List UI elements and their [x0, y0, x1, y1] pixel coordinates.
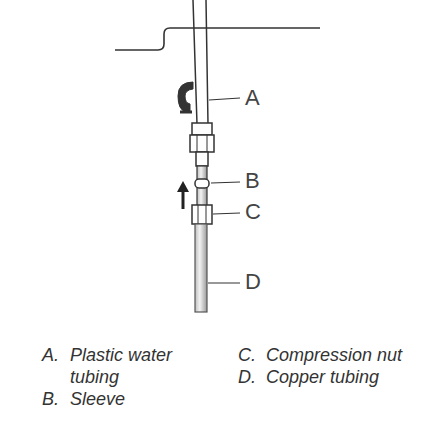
callout-letter: D — [245, 271, 261, 293]
clip-tab — [180, 111, 192, 114]
callout-letter: B — [245, 170, 260, 192]
key-text: Copper tubing — [266, 366, 379, 388]
key-text: Sleeve — [70, 388, 125, 410]
tube-clip — [178, 82, 193, 112]
plastic-tubing — [193, 0, 208, 124]
direction-arrow — [182, 190, 185, 209]
callout-letter: C — [245, 201, 261, 223]
nut-flats — [198, 205, 206, 224]
fitting-body — [192, 123, 212, 135]
copper-tubing — [195, 224, 207, 312]
key-letter: B. — [42, 388, 59, 410]
key-letter: A. — [42, 344, 59, 366]
fitting-neck — [196, 152, 208, 166]
key-text: Compression nut — [266, 344, 402, 366]
callout-letter: A — [245, 87, 260, 109]
key-letter: C. — [238, 344, 256, 366]
nut-flats — [197, 135, 207, 152]
key-text: Plastic water tubing — [70, 344, 205, 388]
cabinet-outline — [115, 28, 320, 50]
arrow-head — [177, 181, 189, 192]
key-letter: D. — [238, 366, 256, 388]
fitting-nut — [190, 135, 214, 152]
leader-lines — [208, 98, 240, 283]
compression-nut — [192, 205, 212, 224]
sleeve — [195, 179, 209, 188]
